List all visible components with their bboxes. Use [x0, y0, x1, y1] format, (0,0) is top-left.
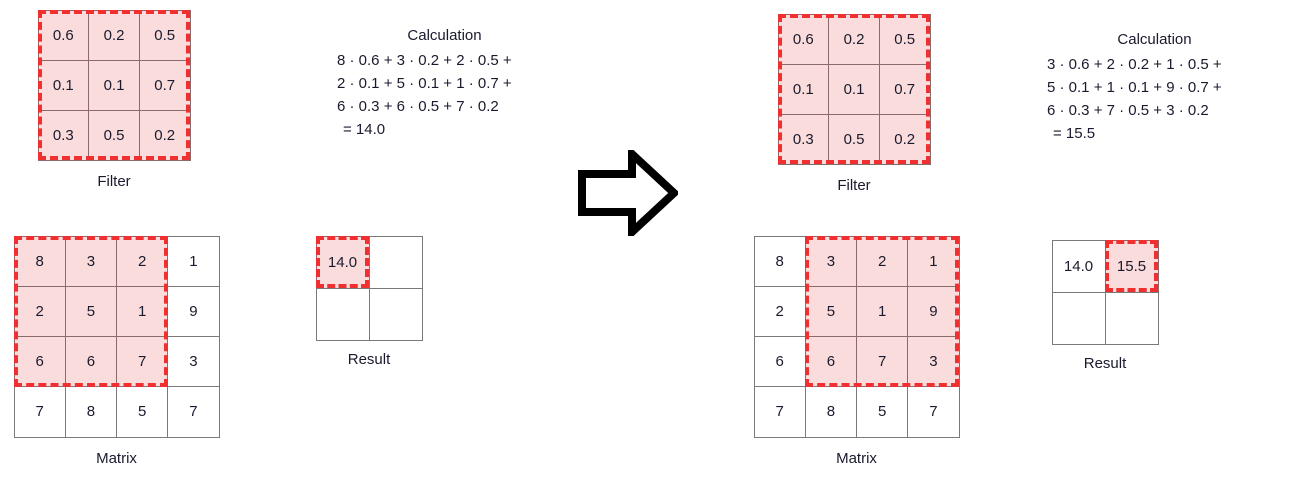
filter-grid-cell-r2-c2: 0.1 — [828, 63, 880, 115]
matrix-grid-cell-r3-c3: 7 — [856, 336, 909, 388]
calculation-line-1-step-1: 8 · 0.6 + 3 · 0.2 + 2 · 0.5 + — [337, 52, 512, 69]
calculation-line-3-step-2: 6 · 0.3 + 7 · 0.5 + 3 · 0.2 — [1047, 102, 1209, 119]
filter-grid-cell-r1-c3: 0.5 — [878, 13, 931, 65]
matrix-grid-cell-r3-c2: 6 — [804, 336, 857, 388]
filter-grid-cell-r3-c2: 0.5 — [828, 113, 880, 165]
matrix-grid-cell-r4-c2: 8 — [804, 386, 857, 438]
result-grid-cell-r2-c2 — [368, 287, 423, 341]
filter-grid-cell-r1-c3: 0.5 — [138, 9, 191, 61]
result-grid-cell-r2-c1 — [1051, 291, 1106, 345]
matrix-grid-cell-r4-c3: 5 — [116, 386, 169, 438]
filter-grid-cell-r2-c3: 0.7 — [878, 63, 931, 115]
matrix-grid-cell-r3-c4: 3 — [167, 336, 220, 388]
calculation-title-step-1: Calculation — [407, 27, 482, 44]
filter-caption-step-1: Filter — [97, 173, 131, 190]
right-arrow-icon — [578, 144, 680, 242]
matrix-grid-cell-r2-c2: 5 — [64, 285, 117, 337]
result-caption-step-1: Result — [347, 351, 391, 368]
filter-grid-cell-r2-c2: 0.1 — [88, 59, 140, 111]
matrix-grid-cell-r1-c4: 1 — [167, 235, 220, 287]
matrix-grid-cell-r2-c1: 2 — [753, 285, 806, 337]
matrix-grid-cell-r2-c3: 1 — [856, 285, 909, 337]
filter-grid-cell-r1-c2: 0.2 — [88, 9, 140, 61]
result-grid-cell-r1-c1: 14.0 — [1051, 239, 1106, 293]
matrix-grid-cell-r1-c4: 1 — [907, 235, 960, 287]
filter-grid-cell-r1-c1: 0.6 — [37, 9, 90, 61]
matrix-grid-cell-r2-c3: 1 — [116, 285, 169, 337]
calculation-title-step-2: Calculation — [1117, 31, 1192, 48]
matrix-grid-cell-r3-c2: 6 — [64, 336, 117, 388]
calculation-line-2-step-2: 5 · 0.1 + 1 · 0.1 + 9 · 0.7 + — [1047, 79, 1222, 96]
filter-grid-cell-r1-c1: 0.6 — [777, 13, 830, 65]
filter-grid-cell-r1-c2: 0.2 — [828, 13, 880, 65]
filter-grid-cell-r2-c1: 0.1 — [777, 63, 830, 115]
matrix-grid-cell-r4-c4: 7 — [167, 386, 220, 438]
filter-grid-cell-r3-c3: 0.2 — [138, 109, 191, 161]
matrix-grid-cell-r4-c4: 7 — [907, 386, 960, 438]
calculation-total-step-1: = 14.0 — [343, 121, 386, 138]
matrix-caption-step-1: Matrix — [96, 450, 137, 467]
result-grid-cell-r1-c2: 15.5 — [1104, 239, 1159, 293]
matrix-grid-cell-r4-c1: 7 — [753, 386, 806, 438]
matrix-grid-cell-r2-c4: 9 — [907, 285, 960, 337]
result-grid-step-1: 14.0 — [315, 235, 423, 341]
matrix-grid-cell-r1-c3: 2 — [116, 235, 169, 287]
matrix-grid-cell-r1-c3: 2 — [856, 235, 909, 287]
matrix-grid-cell-r2-c1: 2 — [13, 285, 66, 337]
filter-grid-cell-r3-c2: 0.5 — [88, 109, 140, 161]
result-grid-cell-r2-c1 — [315, 287, 370, 341]
matrix-grid-cell-r4-c2: 8 — [64, 386, 117, 438]
filter-grid-cell-r3-c1: 0.3 — [37, 109, 90, 161]
calculation-total-step-2: = 15.5 — [1053, 125, 1096, 142]
result-grid-cell-r1-c1: 14.0 — [315, 235, 370, 289]
matrix-grid-cell-r3-c1: 6 — [753, 336, 806, 388]
calculation-line-1-step-2: 3 · 0.6 + 2 · 0.2 + 1 · 0.5 + — [1047, 56, 1222, 73]
calculation-line-3-step-1: 6 · 0.3 + 6 · 0.5 + 7 · 0.2 — [337, 98, 499, 115]
matrix-grid-cell-r1-c2: 3 — [64, 235, 117, 287]
matrix-grid-cell-r2-c4: 9 — [167, 285, 220, 337]
calculation-step-2: Calculation 3 · 0.6 + 2 · 0.2 + 1 · 0.5 … — [1047, 28, 1262, 145]
matrix-grid-cell-r1-c1: 8 — [13, 235, 66, 287]
result-grid-cell-r2-c2 — [1104, 291, 1159, 345]
filter-grid-cell-r2-c1: 0.1 — [37, 59, 90, 111]
calculation-line-2-step-1: 2 · 0.1 + 5 · 0.1 + 1 · 0.7 + — [337, 75, 512, 92]
filter-caption-step-2: Filter — [837, 177, 871, 194]
matrix-grid-cell-r1-c1: 8 — [753, 235, 806, 287]
filter-grid-cell-r2-c3: 0.7 — [138, 59, 191, 111]
matrix-grid-cell-r1-c2: 3 — [804, 235, 857, 287]
filter-grid-cell-r3-c1: 0.3 — [777, 113, 830, 165]
matrix-grid-cell-r2-c2: 5 — [804, 285, 857, 337]
matrix-grid-cell-r3-c4: 3 — [907, 336, 960, 388]
matrix-caption-step-2: Matrix — [836, 450, 877, 467]
result-grid-cell-r1-c2 — [368, 235, 423, 289]
filter-grid-cell-r3-c3: 0.2 — [878, 113, 931, 165]
matrix-grid-cell-r4-c1: 7 — [13, 386, 66, 438]
result-caption-step-2: Result — [1083, 355, 1127, 372]
matrix-grid-cell-r4-c3: 5 — [856, 386, 909, 438]
matrix-grid-cell-r3-c3: 7 — [116, 336, 169, 388]
calculation-step-1: Calculation 8 · 0.6 + 3 · 0.2 + 2 · 0.5 … — [337, 24, 552, 141]
matrix-grid-cell-r3-c1: 6 — [13, 336, 66, 388]
